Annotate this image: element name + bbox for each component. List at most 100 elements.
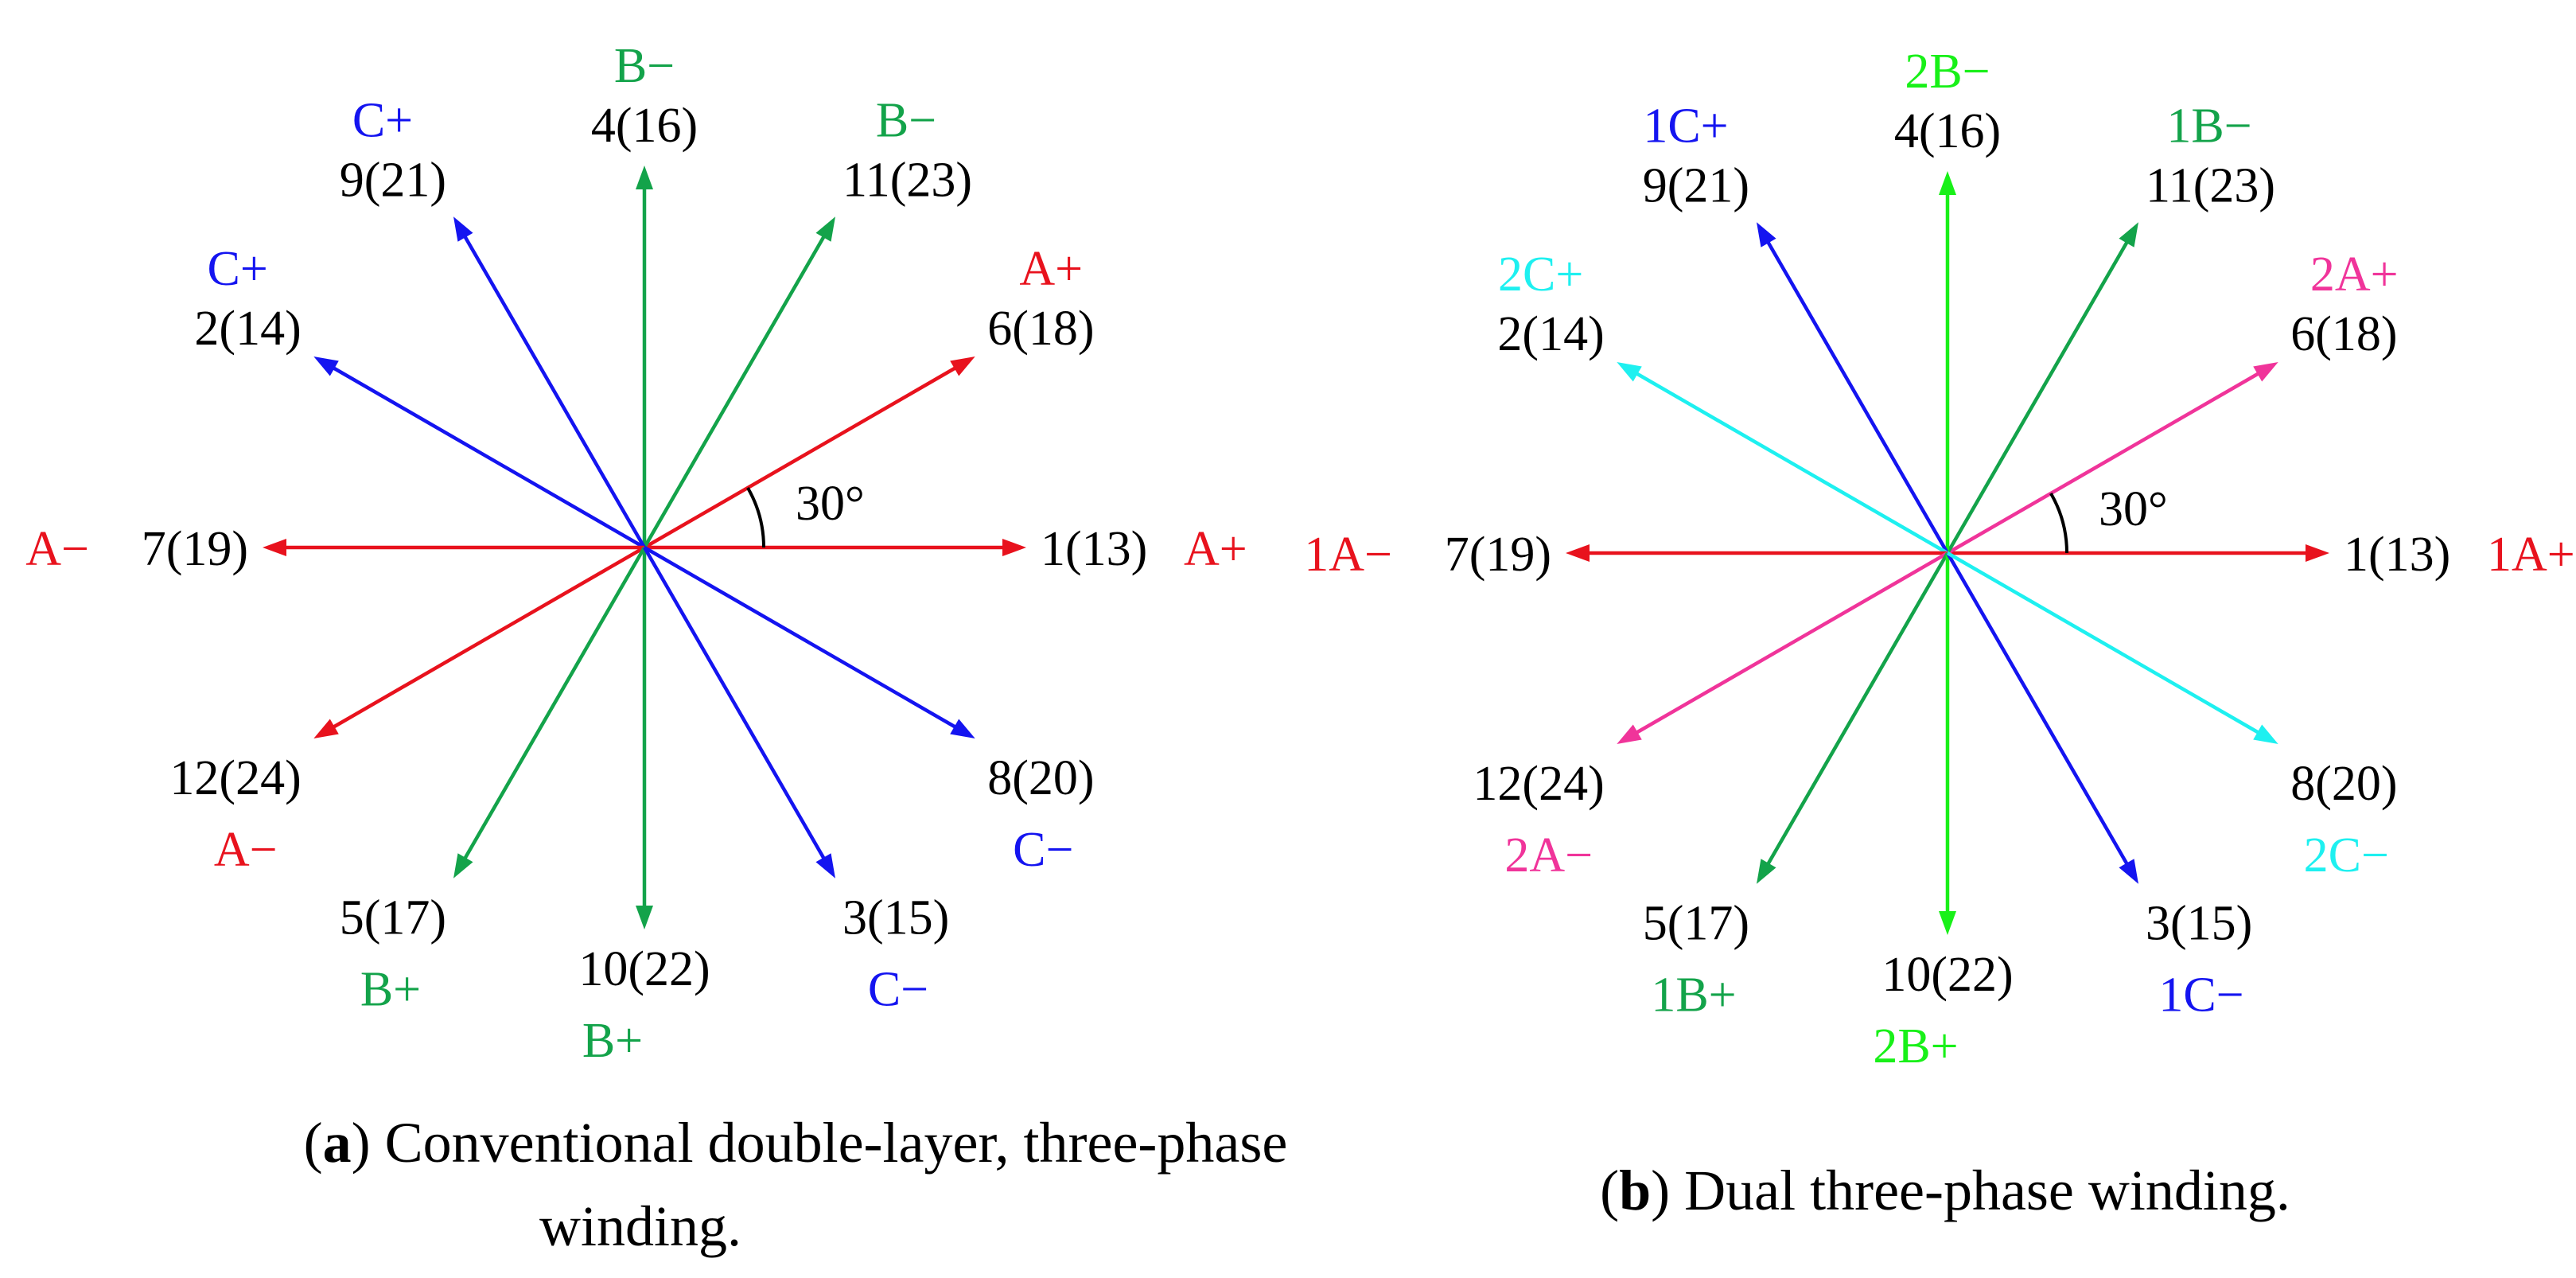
panel-b-vector-slot-1-13-phase-label-1a-plus: 1A+ [2487,528,2575,582]
panel-a-vector-slot-9-21-arrowhead [453,216,473,242]
panel-b-vector-slot-4-16-phase-label-2b-minus: 2B− [1905,45,1990,99]
panel-a-vector-slot-1-13-arrowhead [1002,539,1026,556]
panel-b-vector-slot-8-20-slot-label: 8(20) [2290,757,2397,811]
panel-b-vector-slot-1-13-arrowhead [2306,544,2329,562]
panel-a-vector-slot-3-15-line [643,546,827,863]
panel-a-vector-slot-2-14-line [329,364,646,549]
panel-a-vector-slot-9-21: 9(21)C+ [340,93,646,549]
panel-a-vector-slot-5-17: 5(17)B+ [340,546,646,1017]
panel-a-vector-slot-5-17-line [461,546,646,863]
panel-a-conventional-winding: 1(13)A+6(18)A+11(23)B−4(16)B−9(21)C+2(14… [25,39,1247,1068]
panel-b-vector-slot-1-13: 1(13) 1A+ [1948,528,2575,582]
panel-b-vector-slot-12-24: 12(24) 2A− [1473,551,1949,883]
panel-b-vector-slot-5-17-slot-label: 5(17) [1643,897,1749,951]
panel-a-angle-arc [746,487,765,548]
panel-b-vector-slot-11-23-phase-label-1b-minus: 1B− [2166,99,2251,153]
panel-b-vector-slot-12-24-slot-label: 12(24) [1473,757,1604,811]
panel-b-vector-slot-9-21-line [1765,237,1949,555]
panel-a-caption-line1: (a) Conventional double-layer, three-pha… [304,1111,1288,1175]
panel-b-vector-slot-12-24-phase-label-2a-minus: 2A− [1504,828,1593,883]
panel-b-vector-slot-4-16-slot-label: 4(16) [1894,104,2001,158]
panel-a-vector-slot-6-18-slot-label: 6(18) [987,302,1094,356]
panel-a-vector-slot-7-19-phase-label-a-minus: A− [25,522,89,576]
panel-a-vector-slot-11-23-arrowhead [815,216,835,242]
panel-a-vector-slot-10-22-slot-label: 10(22) [578,942,710,996]
panel-a-vector-slot-12-24: 12(24) A− [169,546,646,877]
panel-a-vector-slot-7-19-arrowhead [263,539,286,556]
panel-b-vector-slot-2-14-phase-label-2c-plus: 2C+ [1498,247,1583,302]
panel-b-vector-slot-7-19-arrowhead [1566,544,1590,562]
panel-a-vector-slot-8-20-phase-label-c-minus: C− [1013,823,1073,877]
panel-a-vector-slot-11-23-phase-label-b-minus: B− [876,93,936,147]
panel-a-vector-slot-2-14-phase-label-c-plus: C+ [208,242,268,296]
panel-a-vector-slot-5-17-arrowhead [453,853,473,879]
panel-a-vector-slot-10-22-phase-label-b-plus: B+ [582,1014,643,1068]
panel-a-vector-slot-3-15-slot-label: 3(15) [842,891,949,945]
panel-b-vector-slot-11-23-line [1946,237,2130,555]
panel-a-vector-slot-8-20-arrowhead [950,719,975,738]
panel-a-vector-slot-3-15: 3(15) C− [643,546,949,1017]
panel-a-vector-slot-10-22: 10(22) B+ [578,547,710,1068]
panel-b-vector-slot-8-20-arrowhead [2253,724,2278,744]
panel-a-vector-slot-1-13-phase-label-a-plus: A+ [1184,522,1247,576]
panel-a-vector-slot-6-18: 6(18)A+ [643,242,1095,549]
panel-b-vector-slot-6-18-phase-label-2a-plus: 2A+ [2310,247,2399,302]
panel-b-vector-slot-4-16: 4(16)2B− [1894,45,2001,553]
panel-a-vector-slot-9-21-slot-label: 9(21) [340,153,446,207]
panel-a-vector-slot-3-15-phase-label-c-minus: C− [868,963,928,1017]
panel-a-vector-slot-2-14-arrowhead [313,357,339,376]
panel-b-vector-slot-5-17-line [1765,551,1949,869]
panel-a-vector-slot-9-21-line [461,232,646,549]
panel-b-vector-slot-6-18-arrowhead [2253,362,2278,382]
panel-a-vector-slot-6-18-arrowhead [950,357,975,376]
panel-b-vector-slot-1-13-slot-label: 1(13) [2344,528,2450,582]
panel-b-vector-slot-8-20-phase-label-2c-minus: 2C− [2304,828,2389,883]
panel-b-vector-slot-10-22-arrowhead [1939,911,1956,935]
panel-b-caption-text: Dual three-phase winding. [1684,1159,2290,1222]
panel-b-vector-slot-3-15-line [1946,551,2130,869]
panel-b-vector-slot-9-21: 9(21)1C+ [1643,99,1949,555]
panel-a-vector-slot-5-17-phase-label-b-plus: B+ [360,963,421,1017]
panel-b-vector-slot-3-15-arrowhead [2119,859,2138,884]
panel-b-vector-slot-8-20-line [1946,551,2263,736]
panel-b-vector-slot-2-14-arrowhead [1617,362,1642,382]
panel-b-vector-slot-12-24-arrowhead [1617,724,1642,744]
panel-a-vector-slot-4-16: 4(16) B− [591,39,698,547]
panel-a-vector-slot-12-24-slot-label: 12(24) [169,751,301,805]
panel-a-vector-slot-11-23: 11(23) B− [643,93,972,549]
panel-a-vector-slot-4-16-slot-label: 4(16) [591,99,698,153]
panel-a-vector-slot-12-24-arrowhead [313,719,339,738]
panel-b-vector-slot-3-15: 3(15)1C− [1946,551,2252,1023]
panel-a-vector-slot-1-13: 1(13) A+ [644,522,1247,576]
panel-b-vector-slot-9-21-arrowhead [1757,222,1776,247]
panel-b-angle-arc [2049,493,2068,554]
panel-b-vector-slot-7-19-phase-label-1a-minus: 1A− [1304,528,1392,582]
panel-b-vector-slot-12-24-line [1632,551,1949,736]
panel-a-vector-slot-12-24-phase-label-a-minus: A− [214,823,278,877]
panel-a-vector-slot-8-20-slot-label: 8(20) [987,751,1094,805]
panel-b-vector-slot-8-20: 8(20) 2C− [1946,551,2398,883]
panel-b-vector-slot-5-17: 5(17) 1B+ [1643,551,1949,1023]
panel-a-vector-slot-10-22-arrowhead [636,906,653,929]
panel-b-vector-slot-6-18-line [1946,370,2263,555]
panel-b-vector-slot-9-21-slot-label: 9(21) [1643,158,1749,212]
panel-a-vector-slot-4-16-arrowhead [636,166,653,189]
panel-b-vector-slot-10-22-slot-label: 10(22) [1881,948,2013,1002]
panel-b-vector-slot-4-16-arrowhead [1939,171,1956,195]
panel-b-vector-slot-2-14: 2(14)2C+ [1497,247,1949,555]
panel-a-vector-slot-4-16-phase-label-b-minus: B− [614,39,675,93]
panel-a-angle-label: 30° [796,477,865,531]
panel-a-vector-slot-11-23-line [643,232,827,549]
panel-a-vector-slot-11-23-slot-label: 11(23) [842,153,972,207]
panel-b-vector-slot-2-14-slot-label: 2(14) [1497,307,1604,361]
panel-a-vector-slot-7-19: 7(19)A− [25,522,644,576]
panel-b-vector-slot-11-23-slot-label: 11(23) [2146,158,2275,212]
panel-a-vector-slot-1-13-slot-label: 1(13) [1041,522,1147,576]
panel-b-vector-slot-2-14-line [1632,370,1949,555]
panel-b-vector-slot-5-17-phase-label-1b-plus: 1B+ [1651,968,1736,1023]
panel-b-vector-slot-3-15-slot-label: 3(15) [2146,897,2252,951]
panel-b-vector-slot-11-23-arrowhead [2119,222,2138,247]
panel-a-vector-slot-6-18-line [643,364,960,549]
panel-b-dual-winding: 1(13)1A+6(18)2A+11(23)1B−4(16)2B−9(21)1C… [1304,45,2575,1073]
